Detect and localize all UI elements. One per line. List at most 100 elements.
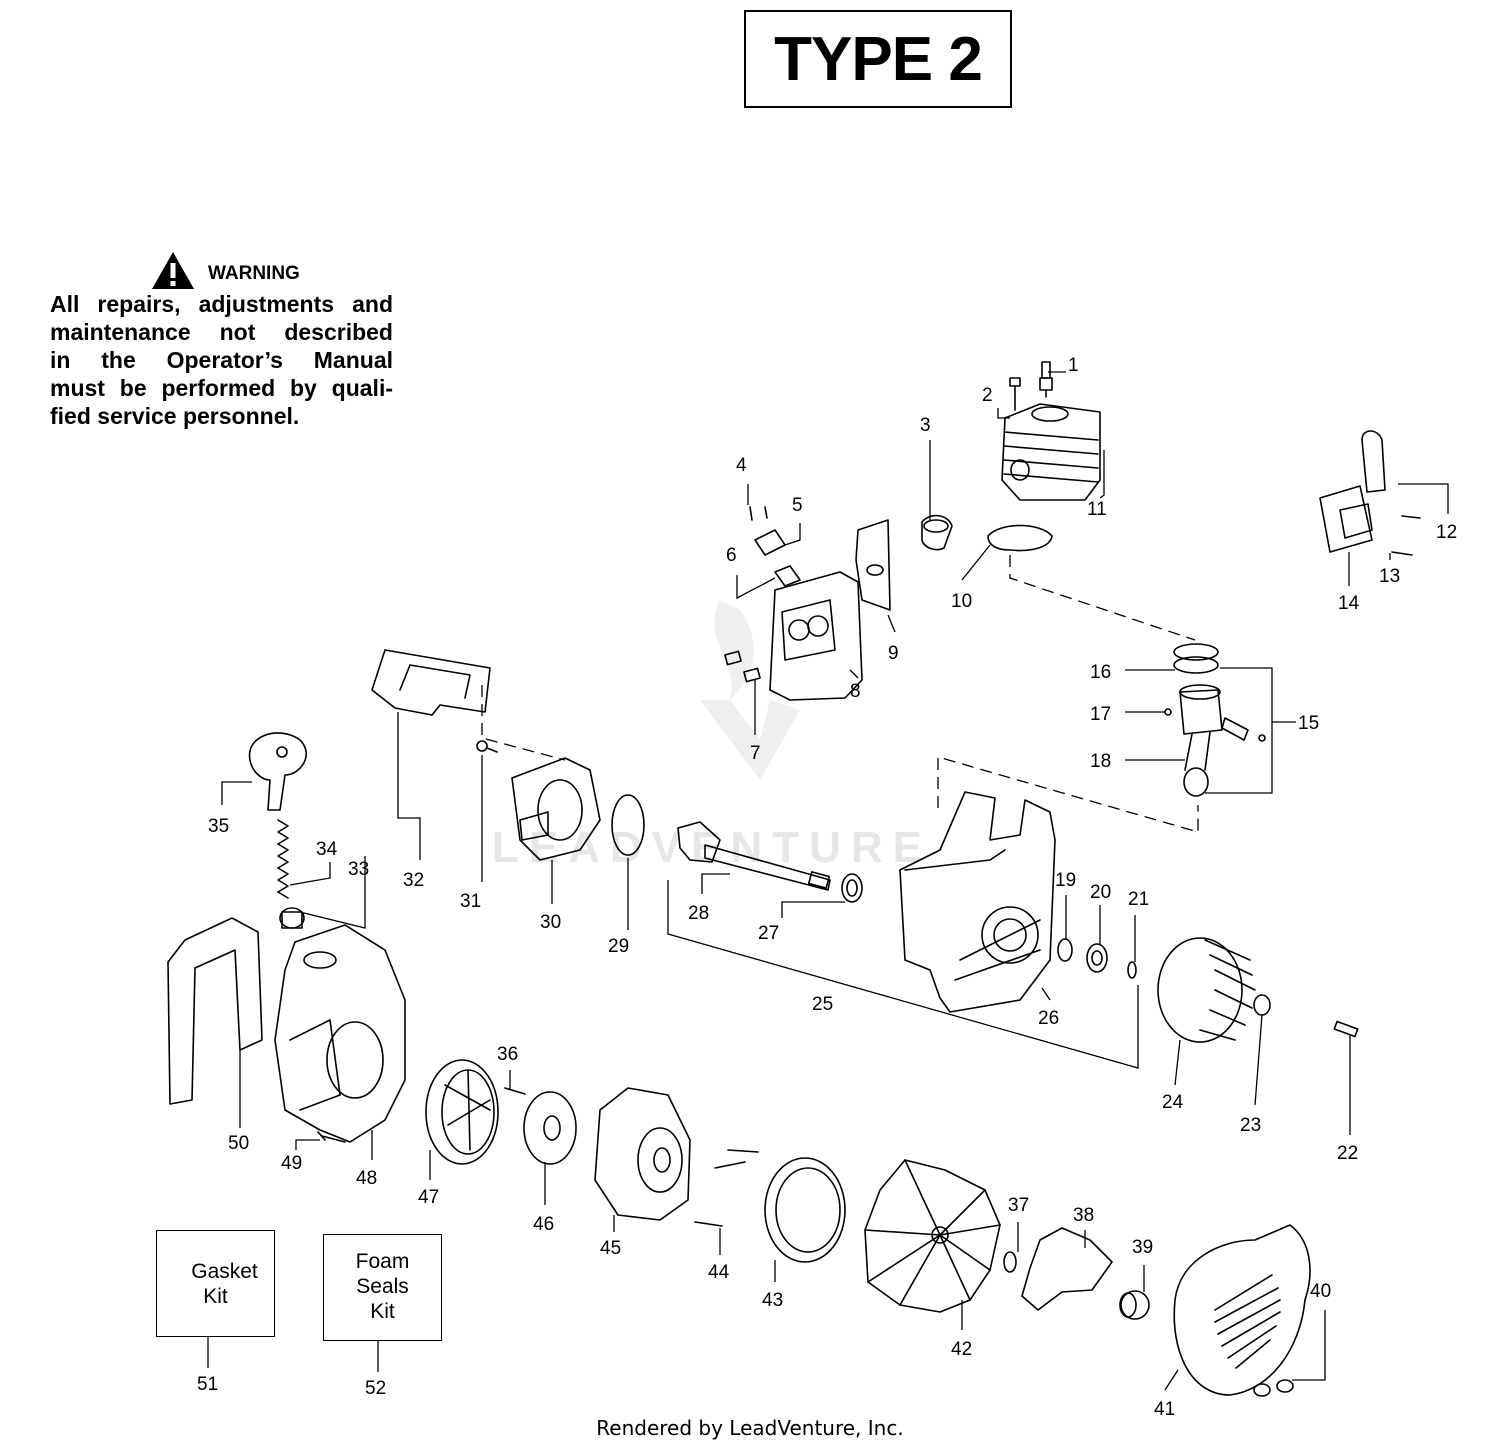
- callout: 31: [460, 891, 481, 912]
- part-crankshaft: [677, 821, 831, 891]
- warning-icon-space: [150, 252, 194, 290]
- part-housing-screw: [317, 1131, 346, 1143]
- callout: 45: [600, 1238, 621, 1259]
- callout: 49: [281, 1153, 302, 1174]
- callout: 11: [1087, 499, 1107, 520]
- warning-label: WARNING: [208, 263, 300, 284]
- kit-label: Kit: [370, 1300, 395, 1323]
- callout: 35: [208, 816, 229, 837]
- callout: 16: [1090, 662, 1111, 683]
- callout: 5: [792, 495, 803, 516]
- part-spark-plug: [1039, 361, 1053, 398]
- part-adapter-screw: [476, 740, 498, 753]
- warning-line: fied service personnel.: [50, 403, 300, 429]
- kit-label: Kit: [203, 1285, 228, 1308]
- part-crank-seal: [841, 873, 863, 903]
- callout: 52: [365, 1378, 386, 1399]
- callout: 32: [403, 870, 424, 891]
- part-starter-screws: [694, 1149, 759, 1227]
- part-muffler-studs: [724, 650, 761, 683]
- callout: 33: [348, 859, 369, 880]
- callout: 12: [1436, 522, 1457, 543]
- callout: 1: [1068, 355, 1079, 376]
- part-choke-knob: [248, 732, 307, 811]
- callout: 39: [1132, 1237, 1153, 1258]
- part-clips: [1253, 1379, 1294, 1397]
- callout: 38: [1073, 1205, 1094, 1226]
- part-foam-u: [167, 917, 263, 1105]
- part-piston-rod: [1164, 684, 1266, 797]
- callout: 48: [356, 1168, 377, 1189]
- callout: 37: [1008, 1195, 1029, 1216]
- callout: 14: [1338, 593, 1360, 614]
- callout: 42: [951, 1339, 972, 1360]
- callout: 6: [726, 545, 737, 566]
- leader-lines: [207, 371, 1449, 1391]
- callout: 22: [1337, 1143, 1358, 1164]
- assembly-dashes: [481, 555, 1199, 833]
- warning-line: All repairs, adjustments and: [50, 291, 393, 317]
- callout: 3: [920, 415, 931, 436]
- foam-seals-kit-box: Foam Seals Kit: [323, 1234, 442, 1341]
- callout: 18: [1090, 751, 1111, 772]
- part-impeller-plate: [1021, 1227, 1113, 1311]
- part-impeller-washer: [1003, 1251, 1017, 1273]
- callout: 17: [1090, 704, 1111, 725]
- watermark-text: LEADVENTURE: [492, 823, 932, 872]
- callout: 7: [750, 743, 761, 764]
- part-starter-housing: [594, 1087, 691, 1221]
- callout-numbers: 1 2 3 4 5 6 7 8 9 10 11 12 13 14 15 16 1…: [197, 355, 1457, 1420]
- kit-label: Gasket: [191, 1260, 258, 1283]
- callout: 36: [497, 1044, 518, 1065]
- warning-line: in the Operator’s Manual: [50, 347, 393, 373]
- part-ignition-module: [1319, 430, 1421, 556]
- part-spacer: [1119, 1290, 1150, 1320]
- part-seals: [1057, 938, 1137, 979]
- callout: 46: [533, 1214, 554, 1235]
- gasket-kit-box: Gasket Kit: [156, 1230, 275, 1337]
- callout: 25: [812, 994, 833, 1015]
- part-pulley-screw: [504, 1087, 526, 1095]
- warning-triangle-icon: [152, 252, 194, 289]
- part-pin: [1333, 1020, 1359, 1038]
- callout: 10: [951, 591, 972, 612]
- callout: 44: [708, 1262, 730, 1283]
- part-cylinder: [1001, 403, 1101, 501]
- callout: 50: [228, 1133, 249, 1154]
- callout: 23: [1240, 1115, 1261, 1136]
- part-foam-filter: [371, 649, 491, 716]
- part-outer-cover: [1173, 1224, 1311, 1396]
- callout: 40: [1310, 1281, 1331, 1302]
- part-cylinder-bolt: [1009, 377, 1021, 411]
- callout: 51: [197, 1374, 218, 1395]
- part-flywheel-nut: [1253, 994, 1271, 1016]
- title-box: TYPE 2: [744, 10, 1012, 108]
- part-muffler-screws: [749, 506, 801, 587]
- callout: 4: [736, 455, 747, 476]
- part-muffler: [769, 571, 863, 701]
- callout: 8: [850, 681, 861, 702]
- callout: 34: [316, 839, 338, 860]
- warning-header: WARNING: [150, 252, 300, 290]
- part-blower-housing: [274, 924, 406, 1143]
- callout: 30: [540, 912, 561, 933]
- callout: 19: [1055, 870, 1076, 891]
- callout: 47: [418, 1187, 439, 1208]
- warning-line: must be performed by quali-: [50, 375, 393, 401]
- callout: 2: [982, 385, 993, 406]
- part-piston-rings: [1173, 643, 1219, 674]
- kit-label: Seals: [356, 1275, 409, 1298]
- part-carburetor-adapter: [511, 757, 601, 861]
- part-crankcase: [899, 791, 1056, 1013]
- part-inner-cover: [764, 1157, 846, 1263]
- callout: 41: [1154, 1399, 1175, 1420]
- part-flywheel: [1157, 937, 1256, 1043]
- callout: 29: [608, 936, 629, 957]
- kit-label: Foam: [355, 1250, 410, 1273]
- part-heat-shield: [855, 519, 891, 611]
- callout: 21: [1128, 889, 1149, 910]
- callout: 26: [1038, 1008, 1059, 1029]
- callout: 28: [688, 903, 709, 924]
- callout: 20: [1090, 882, 1111, 903]
- callout: 24: [1162, 1092, 1184, 1113]
